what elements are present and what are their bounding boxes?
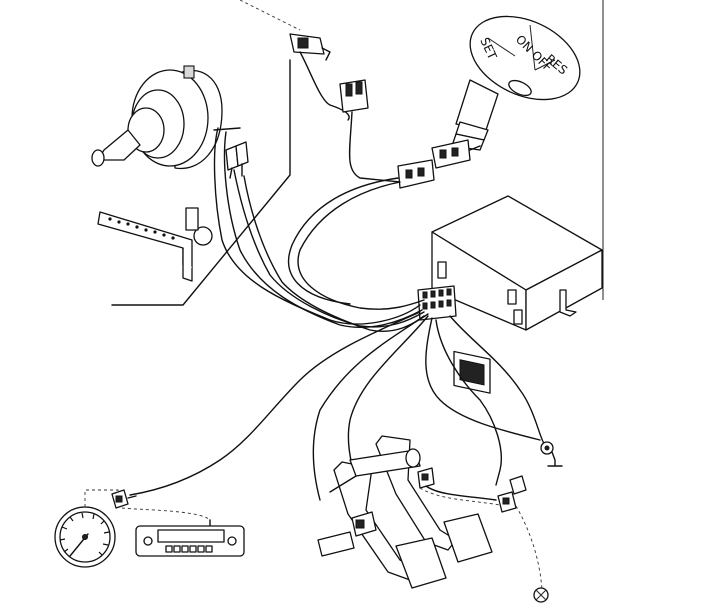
- throttle-actuator: [91, 65, 241, 170]
- ground-terminal: [540, 441, 563, 467]
- brake-pedal: [395, 537, 447, 589]
- main-harness-connector: [417, 285, 457, 321]
- indicator-lamp: [533, 587, 549, 603]
- pivot-rod: [317, 531, 355, 557]
- switch-harness-connector: [397, 139, 481, 189]
- cruise-control-switch[interactable]: SET ON OFF RES: [451, 0, 593, 151]
- dashed-leader-top: [239, 0, 301, 31]
- speed-sensor-connector: [111, 489, 211, 527]
- relay-connector: [339, 79, 401, 183]
- mounting-bracket: [97, 207, 213, 282]
- control-module: [431, 195, 603, 394]
- pedal-switch-connectors: [419, 475, 543, 591]
- clutch-pedal: [443, 513, 493, 563]
- actuator-connectors: [225, 141, 249, 179]
- wiring-harness: [129, 127, 546, 501]
- top-connector: [289, 33, 350, 121]
- speedometer: [54, 489, 119, 568]
- radio-unit: [135, 525, 245, 557]
- pedal-shaft: [349, 449, 421, 477]
- pedal-assembly: [317, 435, 497, 589]
